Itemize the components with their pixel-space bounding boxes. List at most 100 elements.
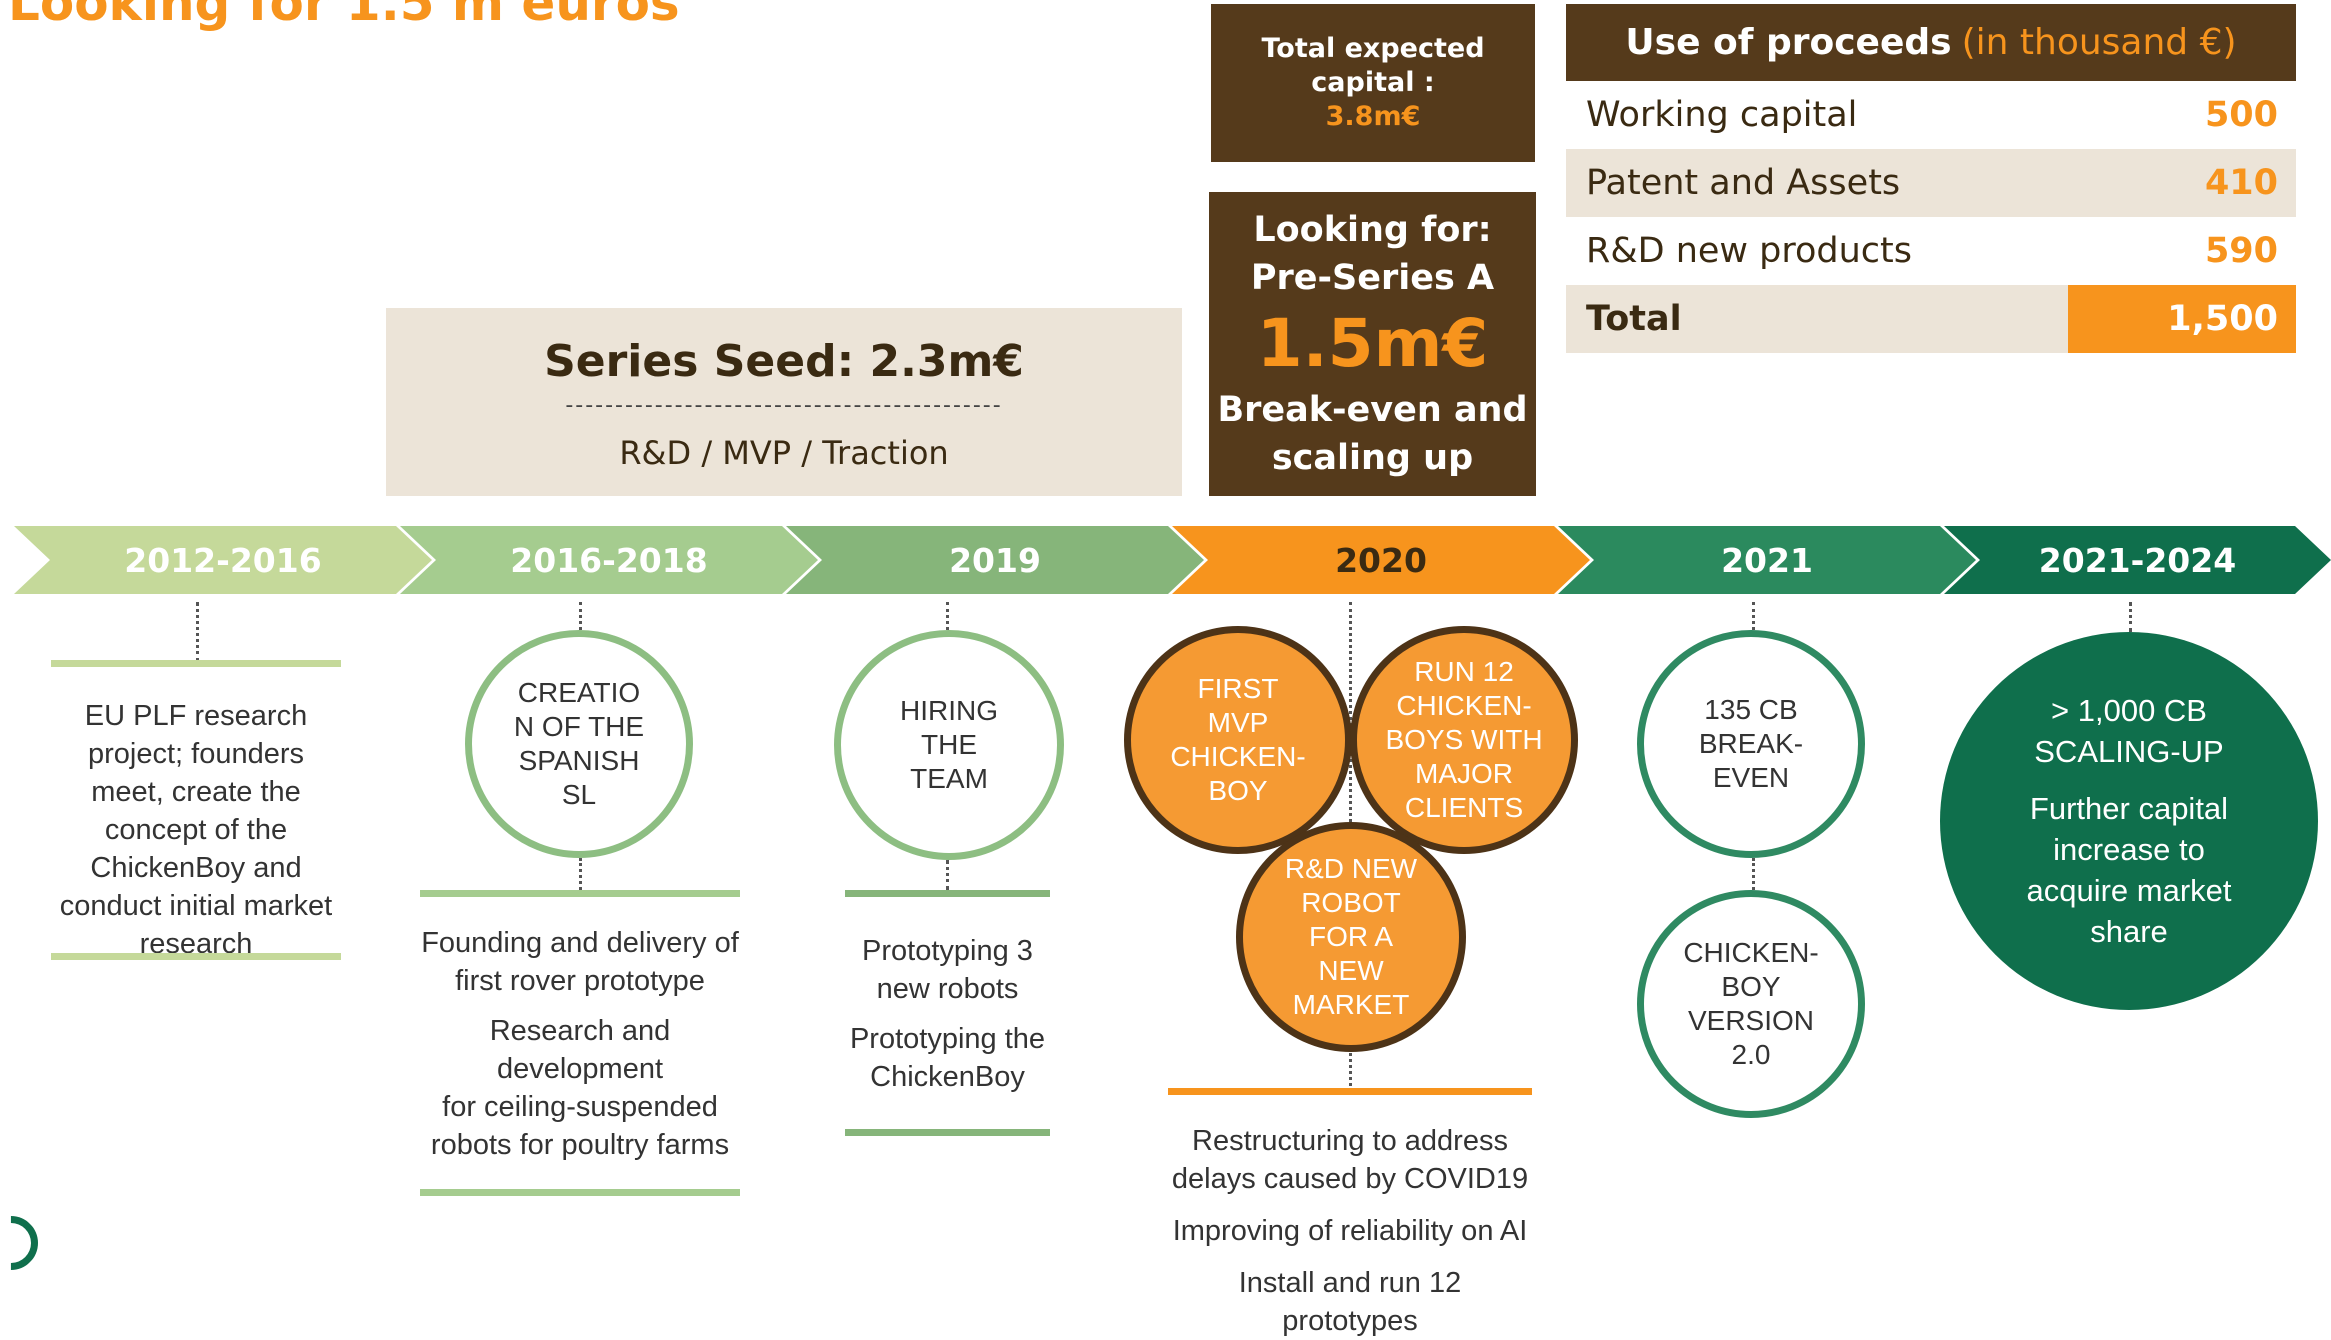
proceeds-row-label: Working capital <box>1586 95 1858 135</box>
milestone-circle-new-robot: R&D NEW ROBOT FOR A NEW MARKET <box>1236 822 1466 1052</box>
timeline-period-label: 2021 <box>1721 541 1813 580</box>
milestone-circle-break-even: 135 CB BREAK- EVEN <box>1637 630 1865 858</box>
circle-text: CHICKEN- <box>1396 690 1532 721</box>
circle-text: > 1,000 CB <box>2051 693 2207 728</box>
circle-text: MARKET <box>1292 989 1410 1020</box>
circle-text: SPANISH <box>518 745 640 776</box>
note-line: Prototyping 3 <box>862 935 1033 967</box>
series-seed-box: Series Seed: 2.3m€ ---------------------… <box>386 308 1182 496</box>
circle-text: CREATIO <box>517 677 641 708</box>
timeline-period-label: 2020 <box>1335 541 1427 580</box>
circle-text: increase to <box>2053 832 2205 867</box>
note-line: Install and run 12 prototypes <box>1238 1267 1462 1337</box>
milestone-circle-version-2: CHICKEN- BOY VERSION 2.0 <box>1637 890 1865 1118</box>
note-line: robots for poultry farms <box>430 1129 730 1161</box>
circle-text: ROBOT <box>1301 887 1401 918</box>
note-line: new robots <box>876 973 1019 1005</box>
proceeds-row: Patent and Assets 410 <box>1566 149 2296 217</box>
circle-text: share <box>2090 914 2168 949</box>
proceeds-total-label: Total <box>1586 299 1682 339</box>
circle-text: CHICKEN- <box>1170 741 1306 772</box>
timeline-chevron <box>1172 526 1590 594</box>
page-title: Looking for 1.5 m euros <box>8 0 680 32</box>
capital-value: 3.8m€ <box>1325 101 1421 132</box>
seed-title: Series Seed: 2.3m€ <box>544 336 1024 387</box>
proceeds-row-value: 590 <box>2204 231 2278 271</box>
looking-line-2: Pre-Series A <box>1250 258 1495 298</box>
proceeds-header: Use of proceeds (in thousand €) <box>1566 4 2296 81</box>
proceeds-row: Working capital 500 <box>1566 81 2296 149</box>
connector-dots <box>1752 602 1755 630</box>
proceeds-unit: (in thousand €) <box>1961 22 2237 63</box>
note-line: Improving of reliability on AI <box>1172 1215 1528 1247</box>
circle-text: BOYS WITH <box>1385 724 1543 755</box>
milestone-circle-run-12: RUN 12 CHICKEN- BOYS WITH MAJOR CLIENTS <box>1350 626 1578 854</box>
milestone-text-2012: EU PLF research project; founders meet, … <box>59 700 333 960</box>
circle-text: R&D NEW <box>1284 853 1418 884</box>
timeline-chevron <box>400 526 818 594</box>
circle-text: MAJOR <box>1415 758 1513 789</box>
divider-line <box>51 953 341 960</box>
circle-text: SL <box>561 779 597 810</box>
circle-text: CHICKEN- <box>1683 937 1819 968</box>
timeline-bar: 2012-2016 2016-2018 2019 2020 2021 2021-2024 <box>14 526 2331 594</box>
timeline-period-label: 2021-2024 <box>2039 541 2236 580</box>
connector-dots <box>946 860 949 890</box>
timeline-period-label: 2019 <box>949 541 1041 580</box>
seed-subtitle: R&D / MVP / Traction <box>619 434 949 472</box>
looking-line-1: Looking for: <box>1253 210 1492 250</box>
divider-line <box>420 890 740 897</box>
note-line: ChickenBoy <box>870 1061 1025 1093</box>
divider-line <box>845 1129 1050 1136</box>
looking-line-3: Break-even and <box>1217 390 1528 430</box>
milestone-circle-first-mvp: FIRST MVP CHICKEN- BOY <box>1124 626 1352 854</box>
connector-dots <box>579 602 582 630</box>
circle-text: 135 CB <box>1704 694 1798 725</box>
milestone-notes-2016: Founding and delivery of first rover pro… <box>420 924 740 1164</box>
divider-line <box>1168 1088 1532 1095</box>
circle-text: HIRING <box>900 695 998 726</box>
circle-text: FOR A <box>1308 921 1393 952</box>
circle-text: CLIENTS <box>1404 792 1524 823</box>
use-of-proceeds-table: Use of proceeds (in thousand €) Working … <box>1566 4 2296 353</box>
circle-text: SCALING-UP <box>2034 734 2224 769</box>
circle-text: BOY <box>1721 971 1781 1002</box>
note-line: Prototyping the <box>849 1023 1046 1055</box>
note-line: first rover prototype <box>455 965 705 997</box>
seed-divider: ----------------------------------------… <box>565 393 1003 418</box>
timeline-period-label: 2016-2018 <box>510 541 707 580</box>
note-line: Founding and delivery of <box>421 927 739 959</box>
milestone-circle-hiring-team: HIRING THE TEAM <box>834 630 1064 860</box>
connector-dots <box>1752 858 1755 890</box>
circle-text: BREAK- <box>1698 728 1804 759</box>
circle-text: EVEN <box>1712 762 1790 793</box>
circle-text: NEW <box>1318 955 1384 986</box>
looking-line-4: scaling up <box>1271 438 1474 478</box>
note-line: Research and <box>489 1015 671 1047</box>
circle-text: FIRST <box>1197 673 1279 704</box>
circle-text: RUN 12 <box>1414 656 1514 687</box>
timeline-chevron <box>1558 526 1976 594</box>
circle-text: MVP <box>1207 707 1269 738</box>
note-line: Restructuring to address <box>1192 1125 1508 1157</box>
proceeds-row-label: R&D new products <box>1586 231 1913 271</box>
milestone-notes-2019: Prototyping 3 new robots Prototyping the… <box>830 932 1065 1096</box>
timeline-chevron <box>14 526 432 594</box>
timeline-chevron <box>786 526 1204 594</box>
divider-line <box>420 1189 740 1196</box>
milestone-circle-scaling-up: > 1,000 CB SCALING-UP Further capital in… <box>1940 632 2318 1010</box>
divider-line <box>51 660 341 667</box>
capital-label-2: capital : <box>1311 67 1435 98</box>
timeline-period-label: 2012-2016 <box>124 541 321 580</box>
logo-icon <box>0 1204 50 1282</box>
looking-for-box: Looking for: Pre-Series A 1.5m€ Break-ev… <box>1209 192 1536 496</box>
total-capital-box: Total expected capital : 3.8m€ <box>1211 4 1535 162</box>
proceeds-row-label: Patent and Assets <box>1586 163 1901 203</box>
milestone-circle-spanish-sl: CREATIO N OF THE SPANISH SL <box>465 630 693 858</box>
note-line: development <box>496 1053 664 1085</box>
proceeds-total-value: 1,500 <box>2068 285 2296 353</box>
connector-dots <box>946 602 949 630</box>
divider-line <box>845 890 1050 897</box>
looking-amount: 1.5m€ <box>1256 305 1489 382</box>
capital-label-1: Total expected <box>1261 33 1485 64</box>
